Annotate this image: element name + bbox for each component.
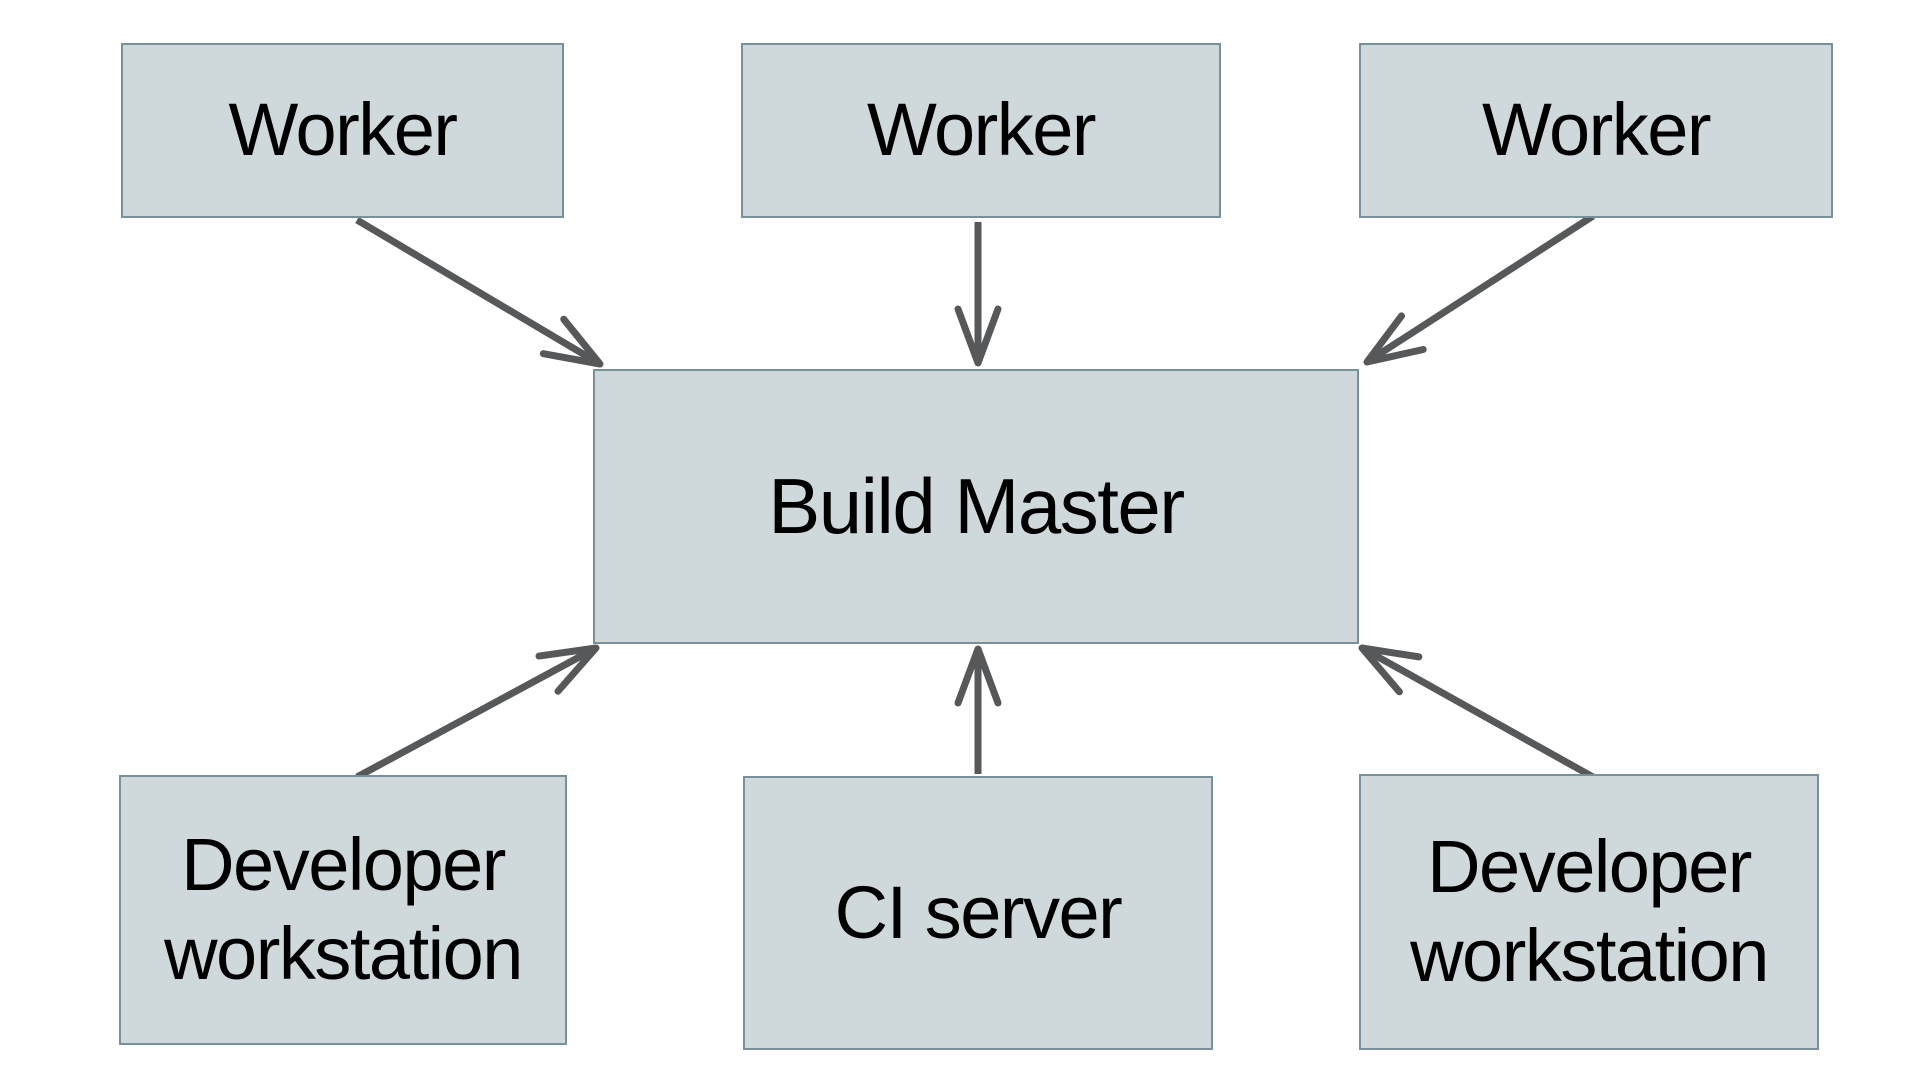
node-developer-workstation-right-label: Developer workstation xyxy=(1410,825,1769,997)
node-worker-1: Worker xyxy=(121,43,564,218)
arrow-developer-workstation-right-to-build-master xyxy=(1358,644,1595,781)
node-build-master-label: Build Master xyxy=(768,461,1185,550)
node-developer-workstation-left-label: Developer workstation xyxy=(164,823,523,995)
node-ci-server: CI server xyxy=(743,776,1213,1050)
node-worker-3: Worker xyxy=(1359,43,1833,218)
node-worker-3-label: Worker xyxy=(1481,88,1712,172)
arrow-developer-workstation-left-to-build-master xyxy=(355,644,600,781)
node-developer-workstation-right: Developer workstation xyxy=(1359,774,1819,1050)
node-worker-2: Worker xyxy=(741,43,1221,218)
arrow-worker-3-to-build-master xyxy=(1363,213,1595,366)
node-worker-1-label: Worker xyxy=(228,88,458,172)
arrow-worker-1-to-build-master xyxy=(355,216,604,368)
node-developer-workstation-left: Developer workstation xyxy=(119,775,567,1045)
node-worker-2-label: Worker xyxy=(866,88,1097,172)
node-build-master: Build Master xyxy=(593,369,1359,644)
node-ci-server-label: CI server xyxy=(834,870,1123,954)
